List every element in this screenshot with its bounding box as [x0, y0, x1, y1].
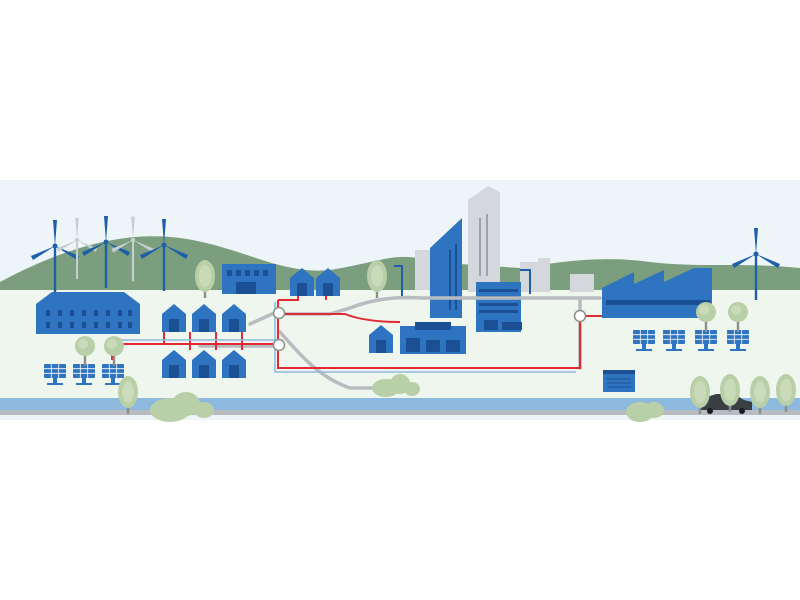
- office-building: [476, 282, 522, 332]
- grid-node: [272, 306, 286, 320]
- terrace-building: [222, 264, 276, 294]
- bush: [626, 402, 664, 422]
- grid-node: [573, 309, 587, 323]
- street-lamp-icon: [394, 265, 531, 296]
- battery-storage-icon: [603, 370, 635, 392]
- road: [0, 410, 800, 415]
- apartment-building: [36, 292, 140, 334]
- bush: [150, 392, 214, 422]
- grid-lines-blue: [108, 302, 576, 373]
- commercial-building: [400, 322, 466, 354]
- skyscraper-grey-stripes: [479, 214, 488, 276]
- grid-node: [272, 338, 286, 352]
- bush: [372, 374, 420, 397]
- factory-icon: [602, 268, 712, 318]
